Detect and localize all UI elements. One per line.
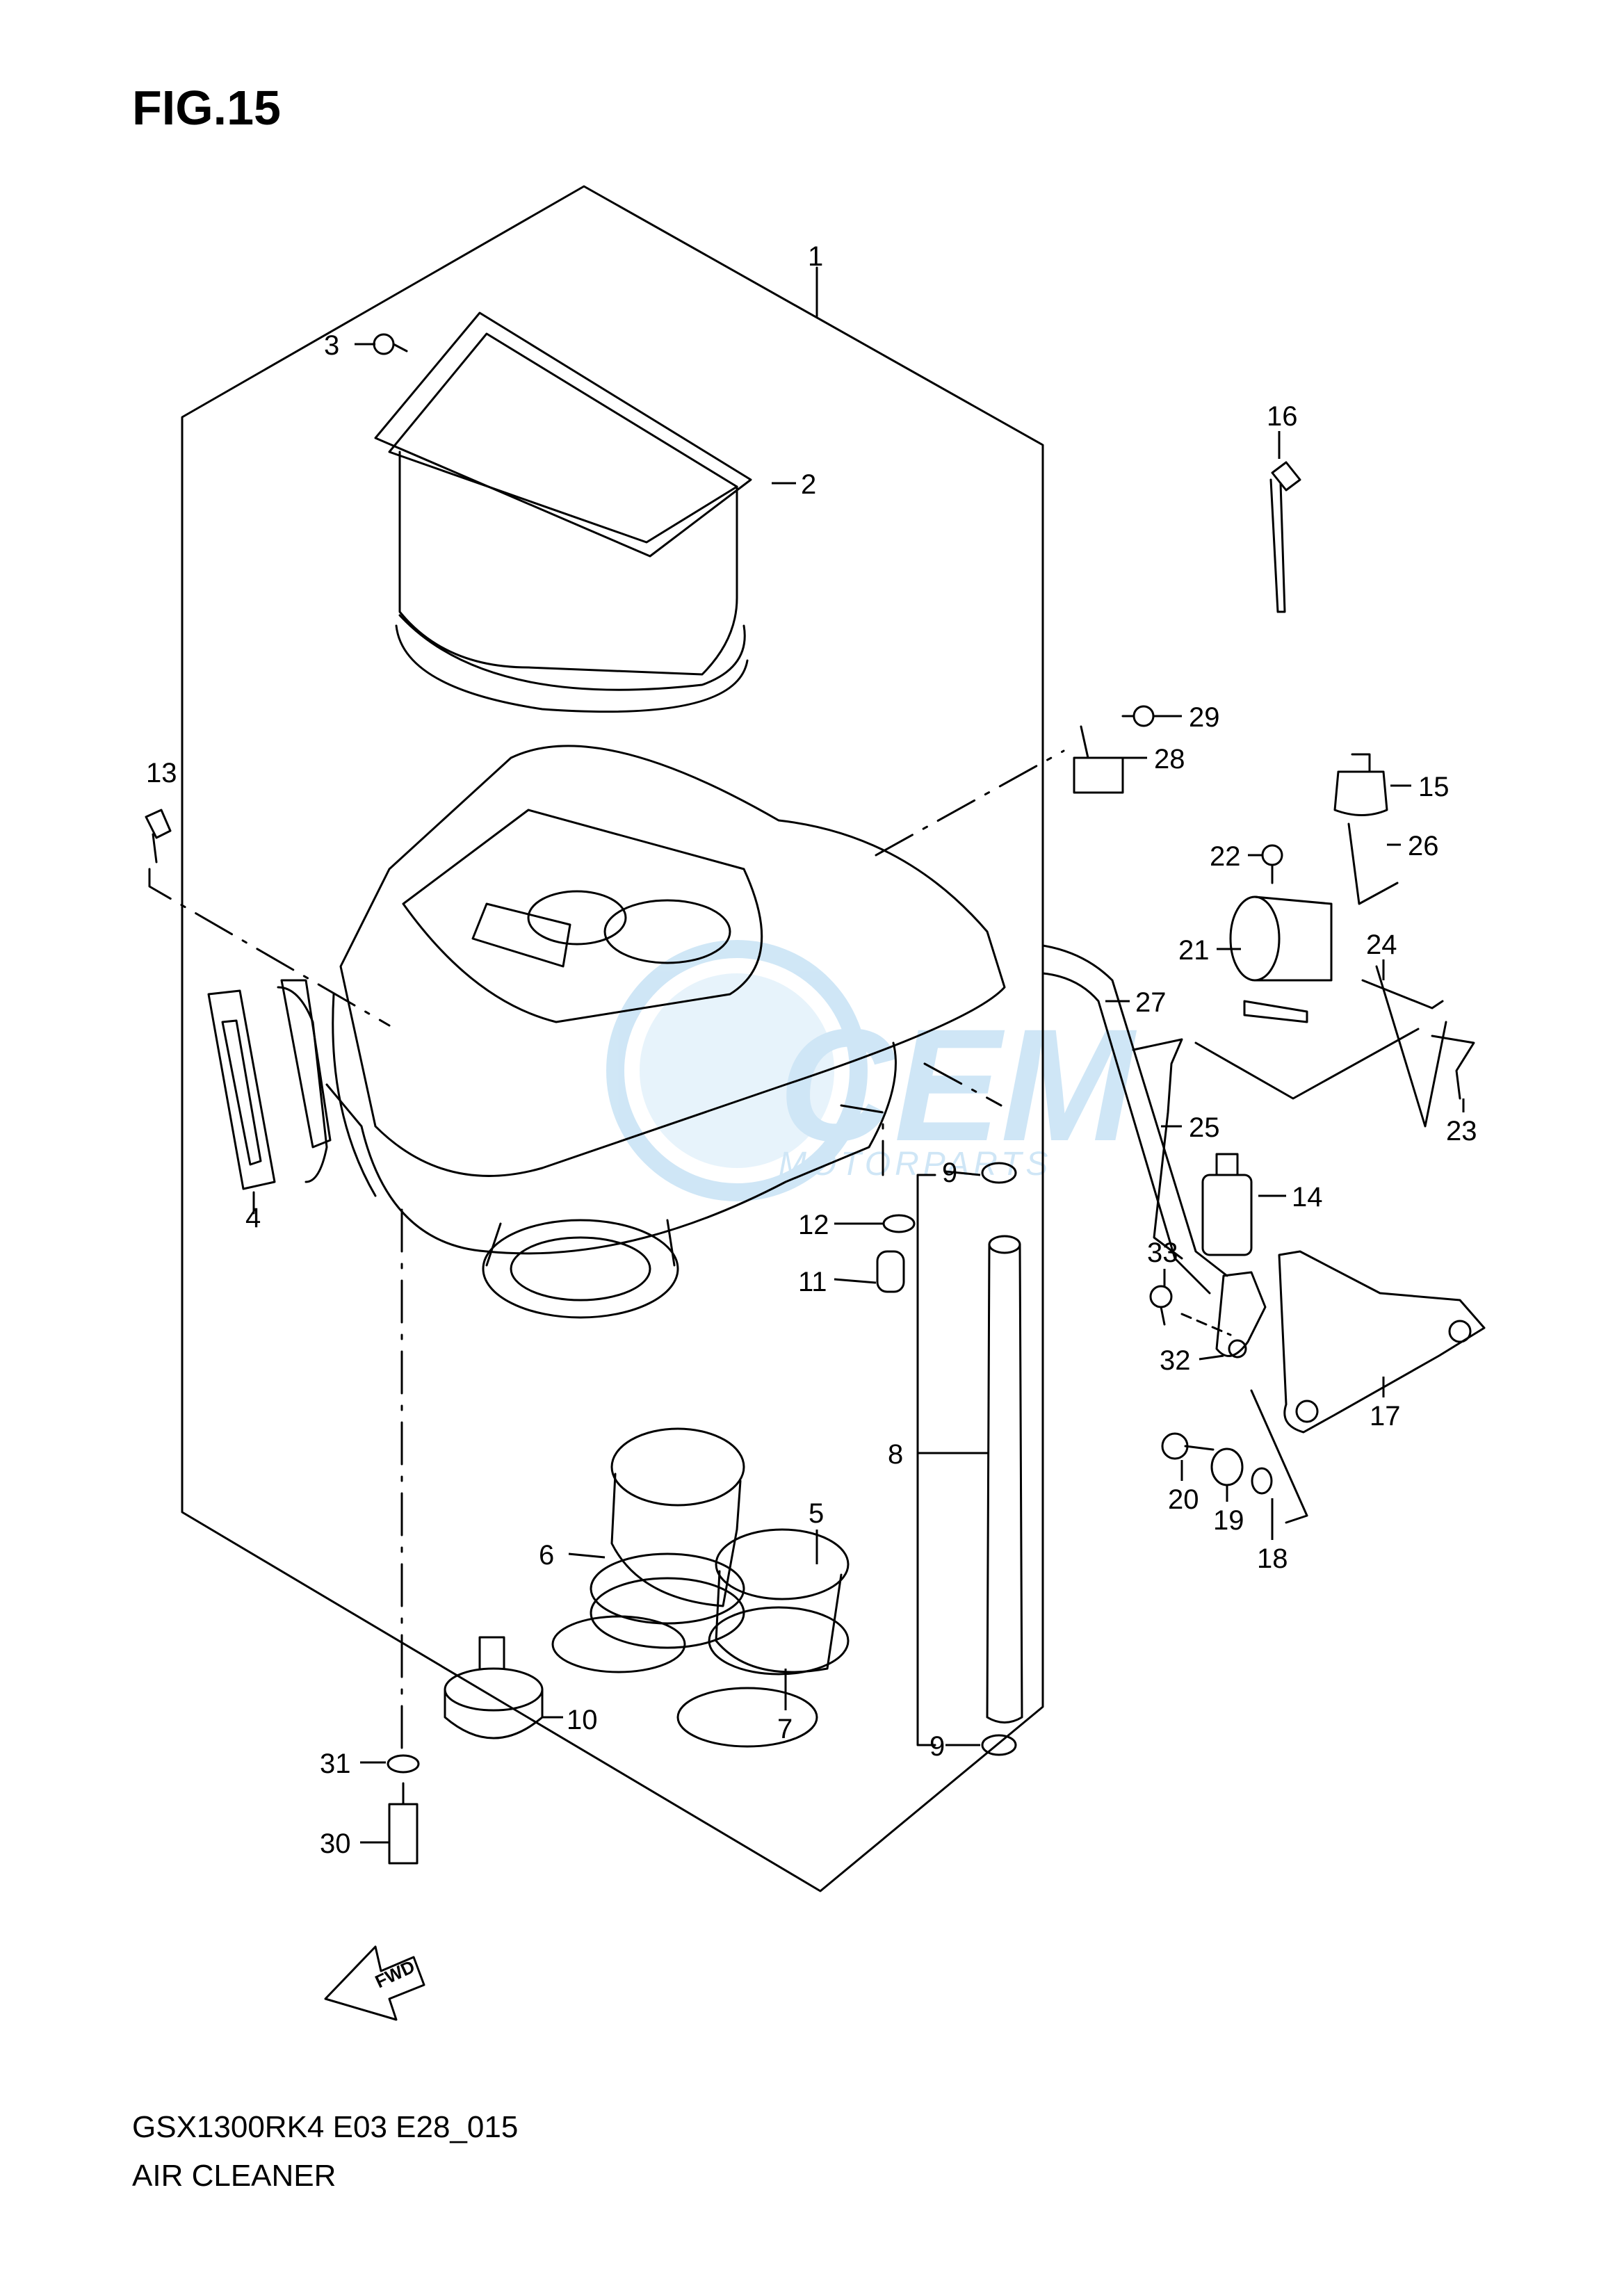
callout-10: 10 [567,1705,598,1735]
leader-line-8 [916,1174,989,1746]
watermark: CEM MOTORPARTS [606,940,1137,1201]
hose-23 [1431,1035,1475,1100]
leader-line-23-24 [1375,965,1447,1128]
callout-5: 5 [809,1498,824,1529]
callout-17: 17 [1370,1401,1401,1432]
callout-16: 16 [1267,401,1298,432]
filter-element [374,311,752,713]
hose-26 [1347,822,1399,905]
callout-30: 30 [320,1828,351,1859]
callout-31: 31 [320,1749,351,1779]
screw-3-icon [373,333,408,355]
callout-18: 18 [1257,1543,1288,1574]
callout-29: 29 [1189,702,1220,733]
callout-20: 20 [1168,1484,1199,1515]
figure-title: FIG.15 [132,81,281,135]
callout-21: 21 [1178,935,1210,966]
callout-27: 27 [1135,987,1167,1018]
leader-line-13 [148,868,391,1027]
callout-28: 28 [1154,744,1185,775]
leader-line-case-9 [923,1062,1002,1107]
grommet-19 [1210,1447,1244,1486]
callout-7: 7 [777,1714,793,1744]
intake-duct-5 [708,1528,850,1676]
callout-33: 33 [1147,1238,1178,1268]
callout-11: 11 [798,1267,827,1297]
screw-22-icon [1261,844,1283,884]
clamp-12 [882,1214,916,1233]
callout-3: 3 [324,330,339,361]
leader-line-17-group [1250,1389,1308,1524]
hose-8 [986,1235,1023,1724]
kit-outline [181,185,1044,1892]
washer-31 [387,1754,420,1774]
callout-25: 25 [1189,1112,1220,1143]
watermark-globe-icon [606,940,868,1201]
callout-4: 4 [245,1203,261,1233]
collar-18 [1251,1467,1273,1495]
figure-name: AIR CLEANER [132,2159,336,2193]
callout-8: 8 [888,1439,903,1470]
leader-line-case-12 [840,1104,884,1176]
hose-27 [1041,944,1228,1277]
valve-15 [1333,753,1388,816]
callout-6: 6 [539,1540,554,1571]
valve-32 [1215,1271,1267,1359]
intake-funnel-6 [590,1427,745,1649]
cap-11 [876,1250,905,1293]
callout-15: 15 [1418,772,1450,802]
valve-14 [1201,1153,1253,1256]
bolt-13-icon [145,809,172,863]
callout-1: 1 [808,241,823,272]
cap-10 [444,1636,544,1740]
callout-24: 24 [1366,930,1397,960]
leader-line-case-28 [875,749,1065,857]
bracket-17 [1278,1250,1486,1434]
watermark-globe-fill [640,973,834,1168]
bolt-29-icon [1121,705,1155,727]
clamp-9-bottom [981,1734,1017,1756]
clamp-9-top [981,1162,1017,1184]
callout-9: 9 [942,1158,957,1188]
callout-32: 32 [1160,1345,1191,1376]
hose-25 [1132,1038,1183,1260]
callout-9-bottom: 9 [929,1731,945,1762]
sensor-28 [1073,725,1124,794]
hose-16 [1269,461,1301,613]
callout-13: 13 [146,758,177,788]
clamp-7 [551,1615,818,1748]
watermark-subtitle: MOTORPARTS [779,1146,1052,1183]
model-code: GSX1300RK4 E03 E28_015 [132,2110,519,2144]
callout-14: 14 [1292,1182,1323,1213]
fwd-arrow-icon [324,1945,425,2021]
callout-19: 19 [1213,1505,1244,1536]
callout-12: 12 [798,1210,829,1240]
solenoid-21 [1229,895,1333,1023]
hose-24 [1361,979,1444,1009]
watermark-brand: CEM [779,996,1137,1174]
bolt-33-icon [1149,1285,1173,1326]
leader-line-25-group [1194,1028,1420,1100]
callout-23: 23 [1446,1116,1477,1146]
callout-26: 26 [1408,831,1439,861]
collar-20 [1161,1432,1215,1460]
callout-2: 2 [801,469,816,500]
leader-line-33-32 [1180,1313,1232,1336]
seal-4 [207,979,332,1190]
callout-22: 22 [1210,841,1241,872]
sensor-30 [388,1782,419,1865]
